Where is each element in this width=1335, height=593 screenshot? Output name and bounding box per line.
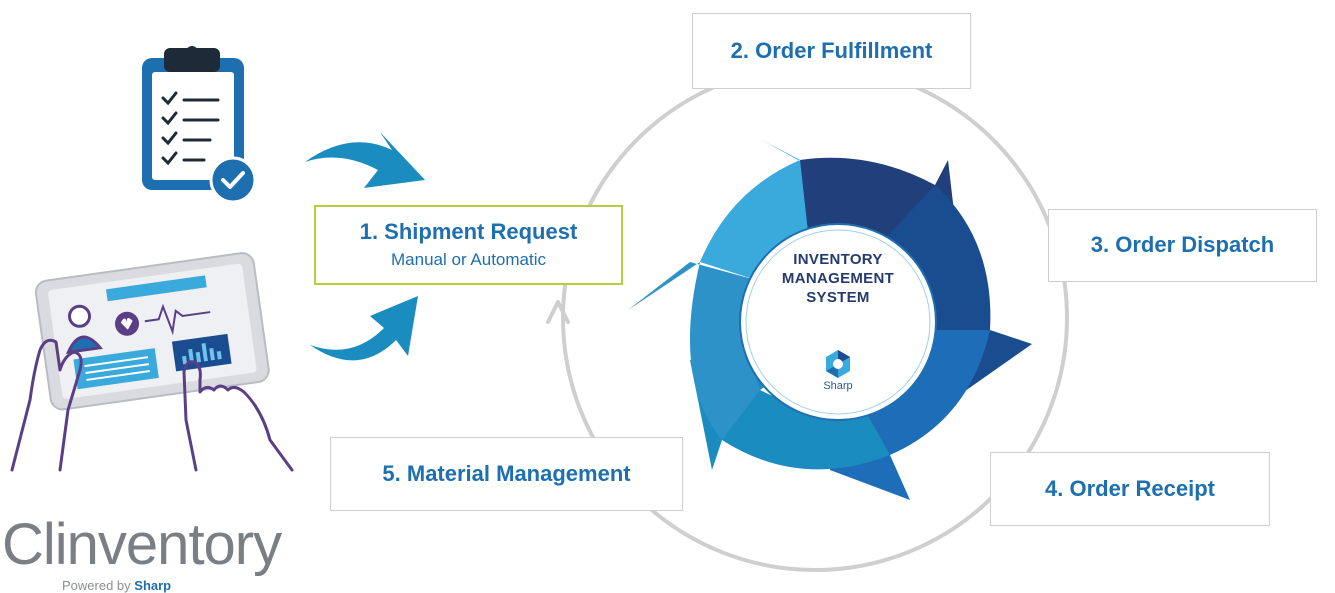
sharp-logo-icon — [826, 350, 850, 378]
step-1-box: 1. Shipment Request Manual or Automatic — [314, 205, 623, 285]
cycle-arrow-6 — [628, 262, 760, 440]
ring-arrowhead-icon — [546, 300, 570, 324]
curved-arrow-icon — [310, 296, 418, 361]
step-4-title: 4. Order Receipt — [1045, 475, 1215, 501]
brand-name: Clinventory — [2, 512, 282, 577]
center-line-1: INVENTORY — [793, 251, 883, 268]
curved-arrow-icon — [305, 132, 425, 188]
center-line-2: MANAGEMENT — [781, 270, 895, 287]
step-5-title: 5. Material Management — [382, 460, 631, 486]
clinventory-logo: Clinventory Powered by Sharp — [0, 512, 282, 593]
step-4-box: 4. Order Receipt — [990, 452, 1270, 526]
center-circle — [739, 223, 937, 421]
step-2-box: 2. Order Fulfillment — [692, 13, 971, 89]
clipboard-checklist-icon — [142, 46, 257, 204]
cycle-arrow-ring — [628, 140, 1032, 500]
sharp-logo-text: Sharp — [823, 380, 853, 392]
tablet-health-data-icon — [10, 252, 294, 472]
center-inner-ring — [745, 229, 931, 415]
step-3-title: 3. Order Dispatch — [1090, 232, 1275, 258]
step-1-subtitle: Manual or Automatic — [391, 250, 546, 270]
center-line-3: SYSTEM — [806, 289, 870, 306]
step-2-title: 2. Order Fulfillment — [730, 37, 933, 63]
brand-tagline: Powered by Sharp — [62, 578, 172, 593]
cycle-arrow-1 — [700, 140, 870, 280]
step-5-box: 5. Material Management — [330, 437, 683, 511]
step-3-box: 3. Order Dispatch — [1048, 209, 1317, 282]
center-label: INVENTORY MANAGEMENT SYSTEM — [752, 250, 924, 307]
step-1-title: 1. Shipment Request — [359, 218, 578, 244]
